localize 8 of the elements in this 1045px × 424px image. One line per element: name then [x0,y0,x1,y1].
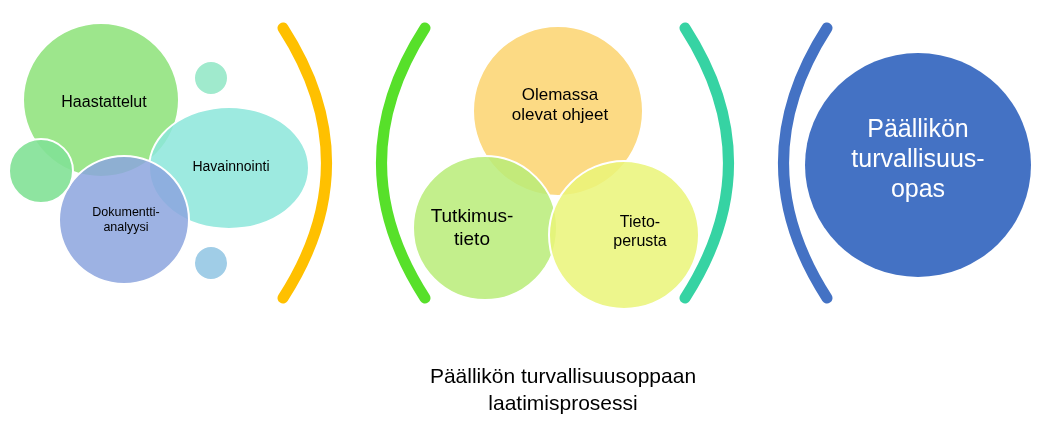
circle-label: Tutkimus-tieto [429,205,515,251]
circle-label: Päällikön turvallisuus-opas [850,113,986,203]
circle-label: Haastattelut [60,92,148,112]
circle-label: Olemassa olevat ohjeet [510,85,610,126]
circle-label: Dokumentti-analyysi [91,205,161,235]
circle-label: Havainnointi [191,158,271,175]
caption: Päällikön turvallisuusoppaan laatimisprosessi [428,363,698,417]
circle-label: Tieto-perusta [612,212,668,251]
